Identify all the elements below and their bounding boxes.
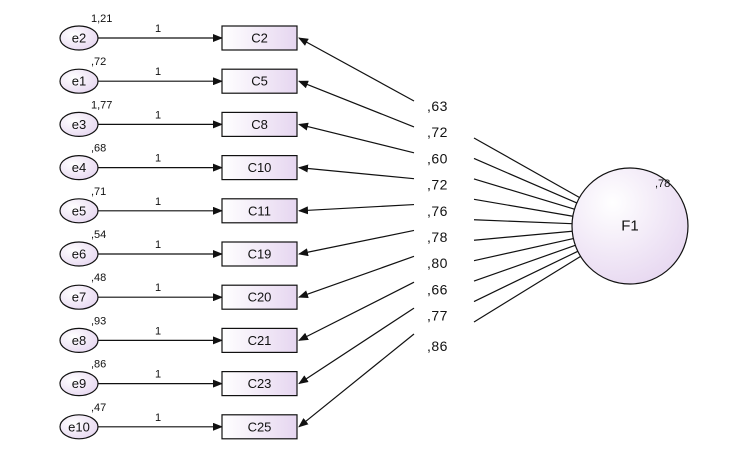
observed-variable-label: C5 bbox=[251, 74, 268, 89]
error-node-e2[interactable]: e2 bbox=[59, 25, 99, 51]
error-label: e9 bbox=[72, 376, 86, 391]
loading-value: ,86 bbox=[427, 338, 448, 354]
error-path-weight: 1 bbox=[155, 153, 161, 165]
error-node-e7[interactable]: e7 bbox=[59, 284, 99, 310]
observed-variable-label: C23 bbox=[248, 376, 272, 391]
error-path-weight: 1 bbox=[155, 325, 161, 337]
observed-variable-C19[interactable]: C19 bbox=[221, 241, 298, 267]
loading-arrow bbox=[298, 333, 415, 428]
error-variance-label: ,54 bbox=[91, 229, 106, 241]
loading-arrow bbox=[298, 229, 415, 257]
error-label: e3 bbox=[72, 117, 86, 132]
error-node-e4[interactable]: e4 bbox=[59, 155, 99, 181]
observed-variable-C23[interactable]: C23 bbox=[221, 371, 298, 397]
error-variance-label: ,86 bbox=[91, 359, 106, 371]
loading-arrow bbox=[298, 37, 415, 102]
error-node-e10[interactable]: e10 bbox=[59, 414, 99, 440]
loading-value: ,63 bbox=[427, 98, 448, 114]
loading-value: ,77 bbox=[427, 308, 448, 324]
observed-variable-label: C11 bbox=[248, 203, 271, 218]
factor-label: F1 bbox=[621, 218, 639, 235]
loading-value: ,78 bbox=[427, 229, 448, 245]
observed-variable-C25[interactable]: C25 bbox=[221, 414, 298, 440]
loading-arrow bbox=[298, 281, 415, 341]
loading-value: ,76 bbox=[427, 203, 448, 219]
loading-arrow bbox=[298, 307, 415, 385]
observed-variable-C11[interactable]: C11 bbox=[221, 198, 298, 224]
loading-stub bbox=[473, 230, 573, 241]
loading-stub bbox=[473, 250, 579, 303]
observed-variable-label: C8 bbox=[251, 117, 268, 132]
observed-variable-label: C21 bbox=[248, 333, 272, 348]
error-variance-label: ,72 bbox=[91, 56, 106, 68]
factor-variance-label: ,78 bbox=[655, 178, 670, 190]
error-label: e10 bbox=[68, 419, 90, 434]
error-variance-label: 1,77 bbox=[91, 99, 112, 111]
error-node-e8[interactable]: e8 bbox=[59, 327, 99, 353]
loading-stub bbox=[473, 219, 573, 225]
observed-variable-label: C25 bbox=[248, 419, 272, 434]
loading-stub bbox=[473, 178, 575, 210]
loading-stub bbox=[473, 244, 576, 282]
factor-node[interactable]: F1 ,78 bbox=[571, 167, 689, 285]
error-variance-label: ,48 bbox=[91, 272, 106, 284]
error-path-weight: 1 bbox=[155, 196, 161, 208]
loading-value: ,66 bbox=[427, 281, 448, 297]
loading-stub bbox=[473, 198, 573, 217]
loading-stub bbox=[473, 157, 578, 204]
error-label: e7 bbox=[72, 290, 86, 305]
error-variance-label: ,68 bbox=[91, 143, 106, 155]
error-node-e3[interactable]: e3 bbox=[59, 111, 99, 138]
error-label: e5 bbox=[72, 203, 86, 218]
observed-variable-C5[interactable]: C5 bbox=[221, 68, 298, 94]
loading-value: ,72 bbox=[427, 177, 448, 193]
error-node-e5[interactable]: e5 bbox=[59, 198, 99, 224]
loading-arrow bbox=[298, 255, 415, 298]
error-variance-label: ,71 bbox=[91, 186, 106, 198]
error-node-e1[interactable]: e1 bbox=[59, 68, 99, 94]
error-label: e4 bbox=[72, 160, 86, 175]
error-node-e9[interactable]: e9 bbox=[59, 371, 99, 397]
observed-variable-label: C20 bbox=[248, 290, 272, 305]
observed-variable-C10[interactable]: C10 bbox=[221, 155, 298, 181]
error-path-weight: 1 bbox=[155, 282, 161, 294]
error-path-weight: 1 bbox=[155, 412, 161, 424]
error-variance-label: 1,21 bbox=[91, 13, 112, 25]
loading-value: ,80 bbox=[427, 255, 448, 271]
observed-variable-C21[interactable]: C21 bbox=[221, 327, 298, 353]
observed-variable-label: C10 bbox=[248, 160, 272, 175]
observed-variable-C8[interactable]: C8 bbox=[221, 111, 298, 138]
error-node-e6[interactable]: e6 bbox=[59, 241, 99, 267]
loading-arrow bbox=[298, 164, 415, 180]
loading-arrow bbox=[298, 80, 415, 128]
observed-variable-label: C19 bbox=[248, 247, 272, 262]
error-label: e8 bbox=[72, 333, 86, 348]
observed-variable-C20[interactable]: C20 bbox=[221, 284, 298, 310]
error-path-weight: 1 bbox=[155, 109, 161, 121]
loading-value: ,72 bbox=[427, 124, 448, 140]
error-path-weight: 1 bbox=[155, 369, 161, 381]
error-path-weight: 1 bbox=[155, 239, 161, 251]
error-variance-label: ,47 bbox=[91, 402, 106, 414]
error-path-weight: 1 bbox=[155, 23, 161, 35]
loading-stub bbox=[473, 237, 574, 262]
loading-arrow bbox=[298, 122, 415, 154]
observed-variable-label: C2 bbox=[251, 31, 268, 46]
observed-variable-C2[interactable]: C2 bbox=[221, 25, 298, 51]
loading-stub bbox=[473, 137, 580, 199]
error-label: e1 bbox=[72, 74, 86, 89]
loading-arrow bbox=[298, 203, 415, 215]
loading-value: ,60 bbox=[427, 150, 448, 166]
error-label: e2 bbox=[72, 31, 86, 46]
error-label: e6 bbox=[72, 247, 86, 262]
loading-stub bbox=[473, 255, 581, 323]
error-path-weight: 1 bbox=[155, 66, 161, 78]
error-variance-label: ,93 bbox=[91, 315, 106, 327]
